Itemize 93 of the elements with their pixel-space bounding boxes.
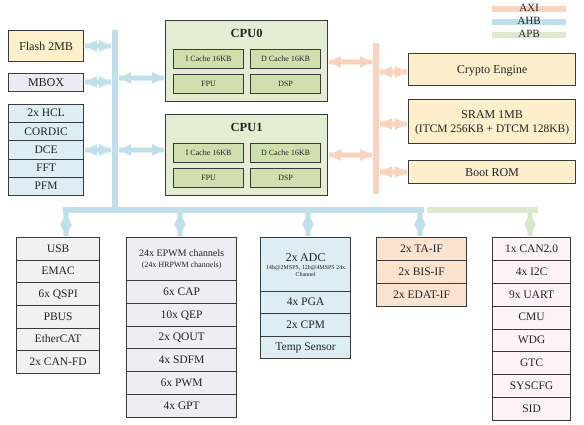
unit-block	[250, 168, 321, 188]
block-label: MBOX	[28, 75, 64, 90]
unit-block	[173, 49, 244, 69]
block-label: PBUS	[44, 310, 72, 324]
bus-arrow	[380, 118, 407, 130]
bus-arrow	[85, 144, 111, 156]
block-label: WDG	[518, 333, 546, 348]
block-label: 2x ADC	[286, 250, 326, 264]
bus-arrow	[60, 213, 72, 236]
module-group	[376, 237, 467, 307]
block-label: GTC	[520, 356, 543, 370]
block-label: 2x HCL	[27, 106, 65, 121]
memory-block	[8, 30, 84, 62]
block-label: CORDIC	[24, 124, 68, 139]
bus-arrow	[329, 149, 372, 161]
block-label: I Cache 16KB	[186, 54, 232, 64]
block-label: FFT	[36, 161, 56, 176]
block-label: 2x QOUT	[158, 330, 205, 345]
block-label: 2x CAN-FD	[29, 355, 87, 370]
bus-arrow	[302, 213, 314, 236]
block-label: Temp Sensor	[275, 340, 336, 354]
block-label: 6x PWM	[160, 376, 202, 390]
block-label: FPU	[201, 79, 216, 89]
block-label: 2x CPM	[286, 318, 325, 332]
block-label: 1x CAN2.0	[504, 242, 558, 256]
block-label: D Cache 16KB	[261, 148, 310, 158]
module-group	[126, 237, 237, 418]
memory-block	[408, 53, 576, 86]
bus-arrow	[119, 144, 164, 156]
bus-bar	[427, 207, 538, 213]
unit-block	[250, 49, 321, 69]
legend-label: AXI	[518, 2, 540, 15]
block-label: I Cache 16KB	[186, 148, 232, 158]
module-group	[8, 104, 84, 196]
cpu-title: CPU0	[230, 25, 264, 42]
cpu-title: CPU1	[230, 119, 264, 136]
bus-bar	[112, 30, 118, 208]
bus-arrow	[380, 66, 407, 78]
bus-arrow	[329, 56, 372, 68]
bus-bar	[373, 43, 379, 194]
block-label: SYSCFG	[510, 379, 554, 394]
bus-arrow	[524, 213, 536, 236]
unit-block	[173, 168, 244, 188]
block-label: 10x QEP	[160, 308, 202, 322]
block-label: EtherCAT	[34, 332, 82, 347]
block-label: 2x EDAT-IF	[393, 288, 450, 302]
memory-block	[408, 99, 576, 144]
block-label: Boot ROM	[465, 164, 519, 180]
bus-arrow	[380, 166, 407, 178]
bus-bar	[63, 207, 424, 213]
module-group	[16, 237, 100, 374]
block-label: EMAC	[41, 264, 75, 279]
block-label: DSP	[278, 173, 293, 183]
block-sublabel: (24x HRPWM channels)	[142, 260, 222, 270]
bus-arrow	[85, 40, 111, 52]
memory-block	[408, 160, 576, 184]
legend-label: APB	[517, 28, 541, 41]
block-label: 6x QSPI	[38, 286, 78, 302]
block-label: 4x I2C	[516, 264, 548, 279]
block-label: DCE	[34, 142, 58, 158]
module-group	[492, 237, 571, 421]
block-label: Flash 2MB	[19, 38, 73, 54]
block-label: 4x PGA	[286, 295, 324, 310]
block-label: FPU	[201, 173, 216, 183]
block-label: 2x TA-IF	[400, 242, 443, 256]
block-label: DSP	[278, 79, 293, 89]
cpu-block	[165, 114, 328, 196]
bus-arrow	[85, 76, 111, 88]
block-sublabel: (ITCM 256KB + DTCM 128KB)	[414, 122, 570, 136]
block-label: 4x SDFM	[158, 353, 204, 368]
block-label: 4x GPT	[163, 398, 200, 414]
block-label: CMU	[518, 310, 545, 325]
bus-arrow	[414, 213, 426, 236]
block-label: SRAM 1MB	[461, 106, 523, 122]
cpu-block	[165, 20, 328, 102]
block-label: USB	[46, 242, 70, 256]
block-label: D Cache 16KB	[261, 54, 310, 64]
block-label: 24x EPWM channels	[139, 248, 224, 260]
legend-label: AHB	[516, 15, 542, 28]
bus-arrow	[174, 213, 186, 236]
block-label: PFM	[34, 179, 58, 194]
unit-block	[250, 74, 321, 94]
bus-arrow	[119, 72, 164, 84]
memory-block	[8, 73, 84, 92]
unit-block	[250, 143, 321, 163]
block-label: Crypto Engine	[456, 62, 528, 77]
block-label: 2x BIS-IF	[398, 264, 445, 280]
block-label: 9x UART	[509, 288, 554, 302]
block-label: SID	[522, 402, 541, 416]
unit-block	[173, 143, 244, 163]
unit-block	[173, 74, 244, 94]
module-group	[260, 237, 351, 359]
block-label: 6x CAP	[163, 284, 200, 300]
